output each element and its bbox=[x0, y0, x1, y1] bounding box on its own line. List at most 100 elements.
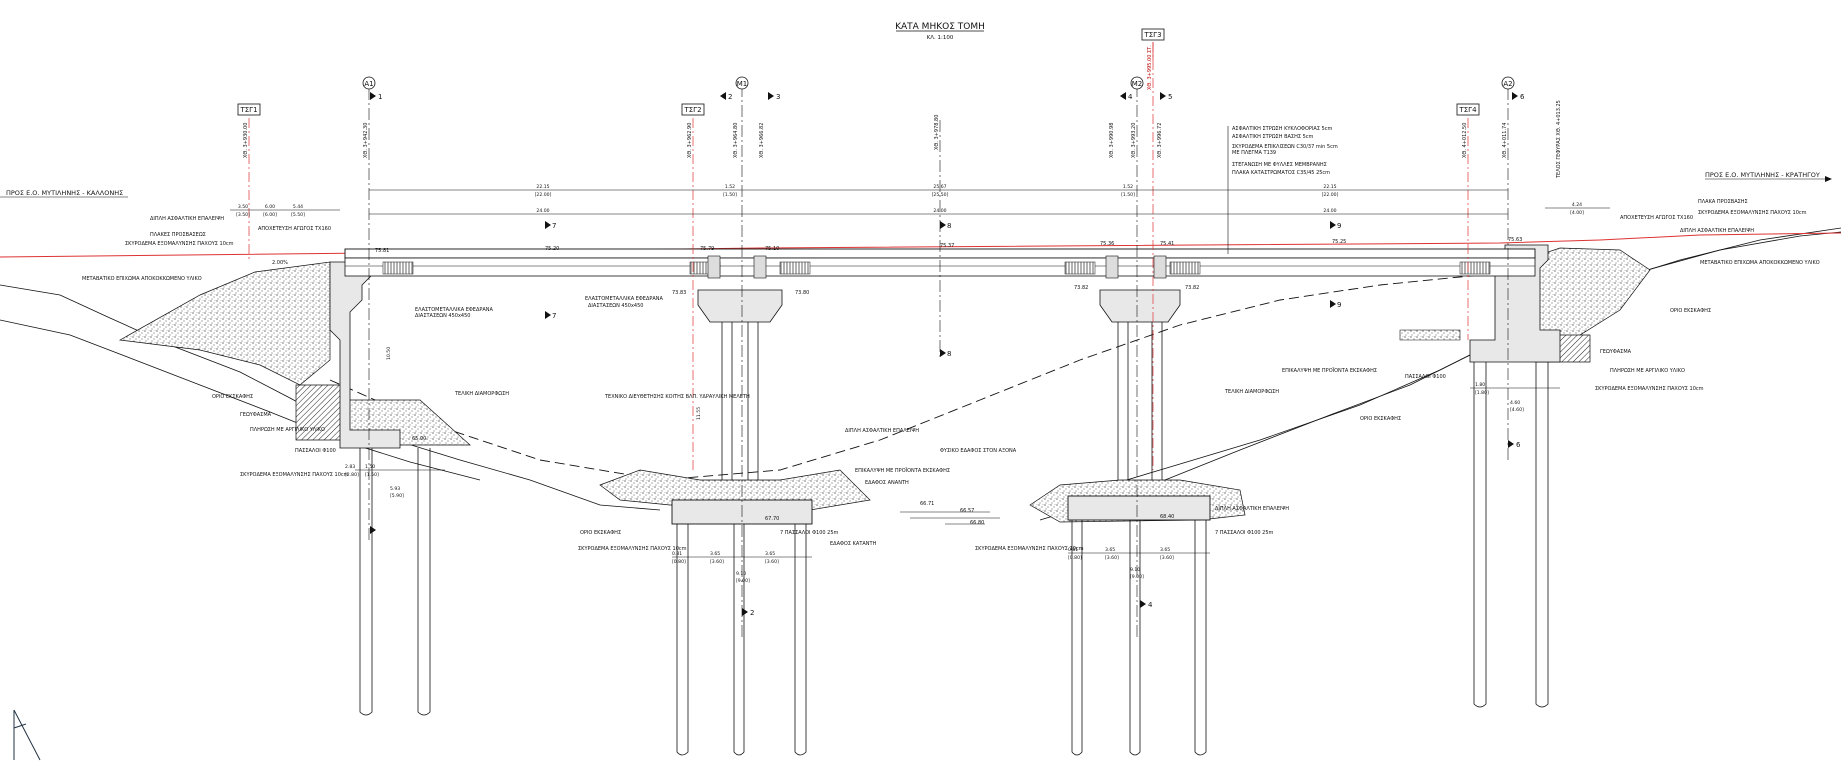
label-geotextile-left: ΓΕΩΥΦΑΣΜΑ bbox=[240, 412, 272, 418]
left-dim-2: 6.00 bbox=[265, 204, 275, 210]
elev-w3: 66.80 bbox=[970, 520, 984, 526]
lower-section-mark-6: 6 bbox=[1516, 441, 1521, 449]
deck-layer-notes: ΑΣΦΑΛΤΙΚΗ ΣΤΡΩΣΗ ΚΥΚΛΟΦΟΡΙΑΣ 5cm ΑΣΦΑΛΤΙ… bbox=[1227, 126, 1338, 254]
support-label-m2: M2 bbox=[1132, 80, 1143, 88]
elev-e3: 75.79 bbox=[700, 246, 714, 252]
subspan-2: 24.00 bbox=[933, 208, 946, 214]
label-fill-left: ΠΛΗΡΩΣΗ ΜΕ ΑΡΓΙΛΙΚΟ ΥΛΙΚΟ bbox=[250, 427, 325, 433]
left-embankment bbox=[118, 261, 331, 386]
m1-dim-a-design: [3.60] bbox=[710, 559, 724, 565]
chainage-m1b: ΧΘ. 3+966.82 bbox=[759, 123, 765, 158]
pier-m1 bbox=[599, 289, 871, 525]
support-marker-m1 bbox=[735, 76, 749, 90]
label-bearings-m1: ΕΛΑΣΤΟΜΕΤΑΛΛΙΚΑ ΕΦΕΔΡΑΝΑ bbox=[585, 296, 664, 302]
elev-e6: 75.36 bbox=[1100, 241, 1114, 247]
section-mark-6: 6 bbox=[1520, 93, 1525, 101]
chainage-m2b: ΧΘ. 3+993.20 bbox=[1131, 123, 1137, 158]
label-slope: 2.00% bbox=[272, 260, 288, 266]
a2-dim-f-design: [4.60] bbox=[1510, 407, 1524, 413]
label-tech-slope: ΤΕΧΝΙΚΟ ΔΙΕΥΘΕΤΗΣΗΣ ΚΟΙΤΗΣ ΒΛΠ. ΥΔΡΑΥΛΙΚ… bbox=[604, 394, 750, 400]
span-m2a-design: [1.50] bbox=[1121, 192, 1135, 198]
label-natural-ground: ΦΥΣΙΚΟ ΕΔΑΦΟΣ ΣΤΟΝ ΑΞΟΝΑ bbox=[940, 448, 1017, 454]
label-fill-right: ΠΛΗΡΩΣΗ ΜΕ ΑΡΓΙΛΙΚΟ ΥΛΙΚΟ bbox=[1610, 368, 1685, 374]
m2-dim-a-design: [3.60] bbox=[1105, 555, 1119, 561]
m2-dim-c: 0.81 bbox=[1068, 547, 1078, 553]
left-dim-1: 3.50 bbox=[238, 204, 248, 210]
chainage-labels: ΧΘ. 3+942.30 ΧΘ. 3+930.00 ΧΘ. 3+962.90 Χ… bbox=[243, 45, 1562, 179]
elev-g2: 67.70 bbox=[765, 516, 779, 522]
natural-ground-axis-line bbox=[329, 274, 1481, 481]
label-bearings-a1: ΕΛΑΣΤΟΜΕΤΑΛΛΙΚΑ ΕΦΕΔΡΑΝΑ bbox=[415, 307, 494, 313]
elev-f3: 73.82 bbox=[1074, 285, 1088, 291]
elev-f1: 73.83 bbox=[672, 290, 686, 296]
section-mark-9: 9 bbox=[1337, 222, 1341, 230]
label-double-asphalt-right: ΔΙΠΛΗ ΑΣΦΑΛΤΙΚΗ ΕΠΑΛΕΙΨΗ bbox=[1680, 228, 1754, 234]
road-left-label: ΠΡΟΣ Ε.Ο. ΜΥΤΙΛΗΝΗΣ - ΚΑΛΛΟΝΗΣ bbox=[6, 189, 123, 197]
lower-section-mark-9: 9 bbox=[1337, 301, 1341, 309]
elev-e9: 75.63 bbox=[1508, 237, 1522, 243]
lower-section-mark-2: 2 bbox=[750, 609, 754, 617]
m2-dim-b: 3.65 bbox=[1160, 547, 1170, 553]
chainage-tsg4: ΧΘ. 4+012.50 bbox=[1462, 123, 1468, 158]
a2-dim-f: 4.60 bbox=[1510, 400, 1520, 406]
label-drain-pipe-left: ΑΠΟΧΕΤΕΥΣΗ ΑΓΩΓΟΣ ΤΧ160 bbox=[258, 226, 331, 232]
span-m1a: 1.52 bbox=[725, 184, 735, 190]
label-geotextile-right: ΓΕΩΥΦΑΣΜΑ bbox=[1600, 349, 1632, 355]
left-annotations: ΔΙΠΛΗ ΑΣΦΑΛΤΙΚΗ ΕΠΑΛΕΙΨΗ ΠΛΑΚΕΣ ΠΡΟΣΒΑΣΕ… bbox=[82, 216, 950, 552]
m1-dim-d-design: [9.00] bbox=[736, 578, 750, 584]
chainage-m1a: ΧΘ. 3+964.80 bbox=[733, 123, 739, 158]
tsg-tags: ΤΣΓ1 ΤΣΓ2 ΤΣΓ3 ΤΣΓ4 bbox=[237, 28, 1480, 116]
label-riprap-right: ΕΠΙΚΑΛΥΨΗ ΜΕ ΠΡΟΪΟΝΤΑ ΕΚΣΚΑΦΗΣ bbox=[1282, 367, 1377, 374]
elev-e4: 75.10 bbox=[765, 246, 779, 252]
label-lean-concrete-a2: ΣΚΥΡΟΔΕΜΑ ΕΞΟΜΑΛΥΝΣΗΣ ΠΑΧΟΥΣ 10cm bbox=[1595, 386, 1704, 392]
m1-dim-c-design: [0.80] bbox=[672, 559, 686, 565]
left-dim-1-design: [3.50] bbox=[236, 212, 250, 218]
span-dimensions: 22.15 [22.00] 25.67 [25.50] 22.15 [22.00… bbox=[230, 184, 1610, 218]
tsg-tag-1: ΤΣΓ1 bbox=[239, 106, 257, 114]
elev-e1: 75.81 bbox=[375, 248, 389, 254]
support-marker-a1 bbox=[362, 76, 376, 90]
span-3-design: [22.00] bbox=[1322, 192, 1339, 198]
label-lean-concrete-m2: ΣΚΥΡΟΔΕΜΑ ΕΞΟΜΑΛΥΝΣΗΣ ΠΑΧΟΥΣ 10cm bbox=[975, 546, 1084, 552]
label-double-asphalt-m1: ΔΙΠΛΗ ΑΣΦΑΛΤΙΚΗ ΕΠΑΛΕΙΨΗ bbox=[845, 428, 919, 434]
axis-lines bbox=[368, 85, 1509, 640]
a2-dim-e: 1.80 bbox=[1475, 382, 1485, 388]
label-riprap: ΕΠΙΚΑΛΥΨΗ ΜΕ ΠΡΟΪΟΝΤΑ ΕΚΣΚΑΦΗΣ bbox=[855, 467, 950, 474]
corner-mark-icon bbox=[13, 709, 41, 761]
chainage-tsg1: ΧΘ. 3+930.00 bbox=[243, 123, 249, 158]
label-lean-concrete-a1: ΣΚΥΡΟΔΕΜΑ ΕΞΟΜΑΛΥΝΣΗΣ ΠΑΧΟΥΣ 10cm bbox=[240, 472, 349, 478]
label-lean-concrete-m1: ΣΚΥΡΟΔΕΜΑ ΕΞΟΜΑΛΥΝΣΗΣ ΠΑΧΟΥΣ 10cm bbox=[578, 546, 687, 552]
lower-section-markers: 2 4 6 7 8 9 bbox=[370, 300, 1521, 617]
label-bearings-a1-sub: ΔΙΑΣΤΑΣΕΩΝ 450x450 bbox=[415, 313, 470, 319]
span-m1a-design: [1.50] bbox=[723, 192, 737, 198]
span-2: 25.67 bbox=[933, 184, 946, 190]
pier-height: 11.55 bbox=[696, 407, 702, 420]
lower-section-mark-4: 4 bbox=[1148, 601, 1153, 609]
m2-dim-d: 9.10 bbox=[1130, 567, 1140, 573]
m1-dim-c: 0.81 bbox=[672, 551, 682, 557]
label-piles-m2: 7 ΠΑΣΣΑΛΟΙ Φ100 25m bbox=[1215, 530, 1274, 536]
chainage-m2c: ΧΘ. 3+996.72 bbox=[1157, 123, 1163, 158]
m1-dim-d: 9.10 bbox=[736, 571, 746, 577]
abut-dim-b-design: [1.50] bbox=[365, 472, 379, 478]
elev-e7: 75.41 bbox=[1160, 241, 1174, 247]
tsg-lines bbox=[248, 42, 1469, 470]
label-piles-a2: ΠΑΣΣΑΛΟΙ Φ100 bbox=[1405, 374, 1446, 380]
label-excavation-limit-right: ΟΡΙΟ ΕΚΣΚΑΦΗΣ bbox=[1360, 416, 1401, 422]
elev-f4: 73.82 bbox=[1185, 285, 1199, 291]
label-transition-slabs: ΠΛΑΚΕΣ ΠΡΟΣΒΑΣΕΩΣ bbox=[150, 232, 206, 238]
drawing-scale: ΚΛ. 1:100 bbox=[927, 35, 954, 41]
elev-f2: 73.80 bbox=[795, 290, 809, 296]
label-final-shaping-right: ΤΕΛΙΚΗ ΔΙΑΜΟΡΦΩΣΗ bbox=[1224, 389, 1279, 395]
abut-dim-a-design: [2.80] bbox=[345, 472, 359, 478]
deck-note-3: ΣΚΥΡΟΔΕΜΑ ΕΠΙΚΛΙΣΕΩΝ C30/37 min 5cm bbox=[1232, 144, 1338, 150]
support-label-a2: A2 bbox=[1503, 80, 1512, 88]
m2-dim-b-design: [3.60] bbox=[1160, 555, 1174, 561]
right-dim-1-design: [4.00] bbox=[1570, 210, 1584, 216]
label-lean-concrete-left: ΣΚΥΡΟΔΕΜΑ ΕΞΟΜΑΛΥΝΣΗΣ ΠΑΧΟΥΣ 10cm bbox=[125, 241, 234, 247]
section-mark-3: 3 bbox=[776, 93, 780, 101]
chainage-tsg2: ΧΘ. 3+962.90 bbox=[687, 123, 693, 158]
support-label-a1: A1 bbox=[364, 80, 373, 88]
tsg-tag-3: ΤΣΓ3 bbox=[1143, 31, 1161, 39]
